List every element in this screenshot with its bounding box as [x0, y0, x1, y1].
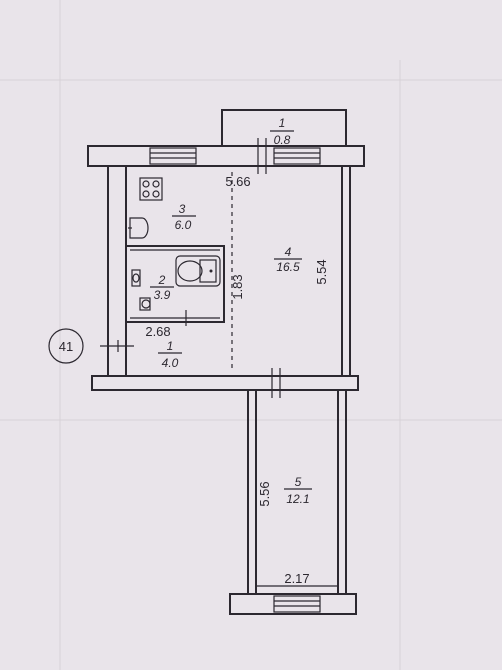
dimension-top-width: 5.66	[225, 174, 250, 189]
dimension-bath-height: 1.83	[230, 274, 245, 299]
apartment-number-badge: 41	[48, 328, 84, 364]
svg-text:0.8: 0.8	[274, 133, 291, 147]
room-balcony-label: 1 0.8	[270, 116, 294, 147]
svg-text:1: 1	[279, 116, 286, 130]
kitchen-sink-icon	[128, 217, 149, 239]
svg-text:5: 5	[295, 475, 302, 489]
room-bathroom-label: 2 3.9	[150, 273, 174, 302]
room-5-label: 5 12.1	[284, 475, 312, 506]
room5-walls	[229, 390, 357, 615]
dimension-room4-height: 5.54	[314, 259, 329, 284]
stove-icon	[139, 177, 163, 201]
svg-text:3: 3	[179, 202, 186, 216]
svg-text:4: 4	[285, 245, 292, 259]
dimension-room5-height: 5.56	[257, 481, 272, 506]
svg-text:4.0: 4.0	[162, 356, 179, 370]
svg-text:1: 1	[167, 339, 174, 353]
svg-text:6.0: 6.0	[175, 218, 192, 232]
room-living-label: 4 16.5	[274, 245, 302, 274]
partitions	[125, 172, 233, 370]
dimension-room5-width: 2.17	[284, 571, 309, 586]
svg-text:2: 2	[158, 273, 166, 287]
svg-text:16.5: 16.5	[276, 260, 300, 274]
dimension-hall-width: 2.68	[145, 324, 170, 339]
room-hall-label: 1 4.0	[158, 339, 182, 370]
room-kitchen-label: 3 6.0	[172, 202, 196, 232]
svg-text:3.9: 3.9	[154, 288, 171, 302]
apartment-number: 41	[59, 339, 73, 354]
bathtub-icon	[175, 255, 221, 287]
toilet-icon	[131, 269, 151, 311]
top-wall	[87, 138, 365, 174]
svg-text:12.1: 12.1	[286, 492, 309, 506]
